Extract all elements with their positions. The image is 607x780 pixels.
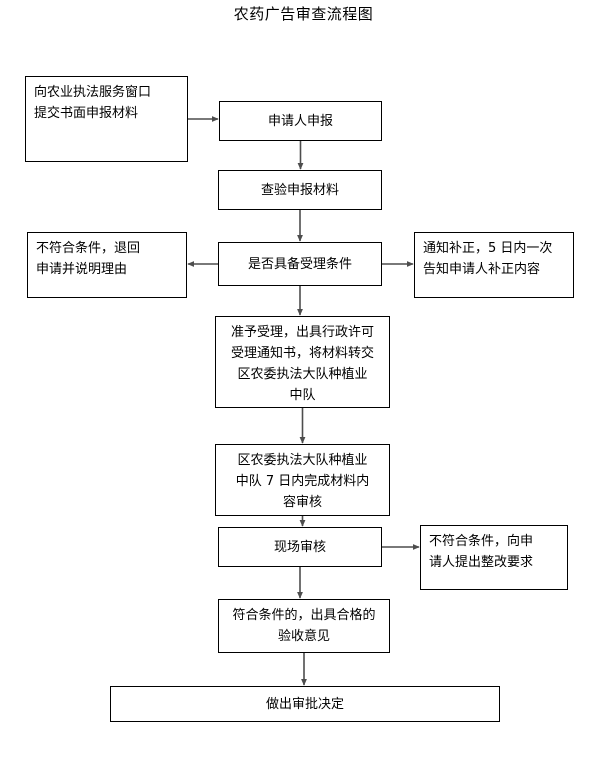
- flow-node-qualified-opinion: 符合条件的，出具合格的 验收意见: [218, 599, 390, 653]
- flow-node-not-qualified-rectify: 不符合条件，向申 请人提出整改要求: [420, 525, 568, 590]
- flow-node-label: 不符合条件，向申 请人提出整改要求: [429, 534, 534, 570]
- flow-node-submit-window: 向农业执法服务窗口 提交书面申报材料: [25, 76, 188, 162]
- flow-node-label: 通知补正，5 日内一次 告知申请人补正内容: [423, 241, 553, 277]
- flow-node-label: 查验申报材料: [260, 182, 339, 198]
- flow-node-not-qualified-return: 不符合条件，退回 申请并说明理由: [27, 232, 187, 298]
- flow-node-label: 现场审核: [273, 539, 326, 555]
- flow-node-label: 区农委执法大队种植业 中队 7 日内完成材料内 容审核: [235, 453, 370, 510]
- flow-node-label: 准予受理，出具行政许可 受理通知书，将材料转交 区农委执法大队种植业 中队: [230, 325, 374, 403]
- flow-node-approval-decision: 做出审批决定: [110, 686, 500, 722]
- flow-node-label: 不符合条件，退回 申请并说明理由: [36, 241, 141, 277]
- flow-node-accept-transfer: 准予受理，出具行政许可 受理通知书，将材料转交 区农委执法大队种植业 中队: [215, 316, 390, 408]
- page-title: 农药广告审查流程图: [233, 5, 374, 23]
- flow-node-meets-acceptance: 是否具备受理条件: [218, 242, 382, 286]
- flow-node-onsite-review: 现场审核: [218, 527, 382, 567]
- flow-node-label: 做出审批决定: [265, 696, 344, 712]
- flow-node-label: 向农业执法服务窗口 提交书面申报材料: [34, 85, 152, 121]
- flow-node-label: 申请人申报: [267, 113, 333, 129]
- flow-node-applicant-declare: 申请人申报: [219, 101, 382, 141]
- flow-node-district-review-7days: 区农委执法大队种植业 中队 7 日内完成材料内 容审核: [215, 444, 390, 516]
- flow-node-verify-materials: 查验申报材料: [218, 170, 382, 210]
- flow-node-label: 是否具备受理条件: [247, 256, 352, 272]
- flow-node-label: 符合条件的，出具合格的 验收意见: [232, 608, 376, 644]
- flow-node-notify-correction: 通知补正，5 日内一次 告知申请人补正内容: [414, 232, 574, 298]
